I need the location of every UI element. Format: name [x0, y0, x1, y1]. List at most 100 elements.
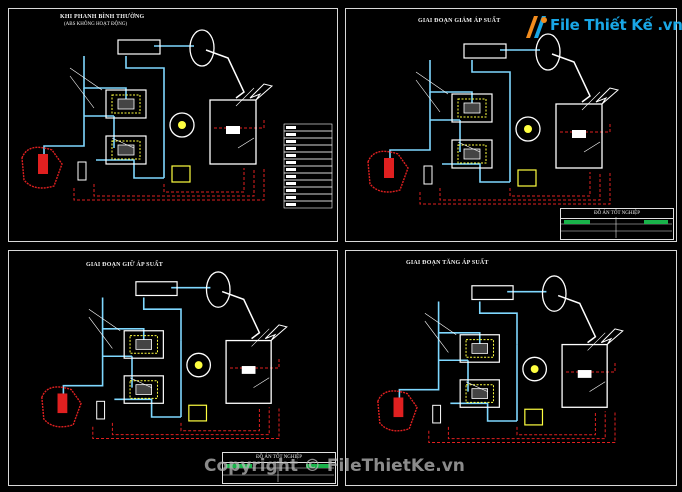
legend-symbol: [286, 168, 296, 171]
callout-leader: [111, 137, 135, 149]
sheet-frame-bottom-right: [345, 250, 677, 486]
master-cylinder: [117, 39, 161, 55]
brake-pedal-lever: [221, 290, 261, 340]
callout-leader: [587, 332, 606, 351]
solenoid-valve-body: [123, 330, 164, 359]
sensor-wire: [419, 172, 611, 205]
sensor-wire: [509, 172, 591, 197]
brake-pedal-lever: [551, 53, 591, 103]
ecu-box: [209, 99, 257, 165]
hydraulic-line: [437, 301, 481, 348]
pump-motor: [169, 112, 195, 138]
callout-leader: [465, 381, 488, 392]
panel-title-pressure-increase: GIAI ĐOẠN TĂNG ÁP SUẤT: [406, 260, 489, 266]
master-cylinder: [471, 285, 514, 301]
brake-booster: [189, 29, 215, 67]
solenoid-valve-body: [451, 139, 493, 169]
solenoid-valve-body: [451, 93, 493, 123]
ecu-chip: [572, 130, 586, 138]
ecu-chip: [577, 370, 592, 378]
pump-rotor: [178, 121, 186, 129]
valve-plunger: [471, 388, 489, 399]
logo-mark-icon: [526, 16, 547, 38]
sensor-wire: [163, 168, 245, 193]
callout-leader: [88, 316, 113, 349]
pedal-force-arrow: [264, 324, 288, 341]
callout-leader: [69, 67, 103, 91]
hydraulic-line: [398, 332, 440, 404]
accumulator: [524, 408, 544, 426]
callout-leader: [581, 91, 601, 111]
brake-booster: [205, 271, 231, 308]
legend-table-row: [283, 200, 333, 209]
hydraulic-line: [114, 398, 181, 418]
wheel-speed-sensor: [96, 400, 106, 420]
ecu-box: [561, 343, 608, 408]
logo-text: File Thiết Kế .vn: [550, 16, 682, 34]
title-block-green-mark: [564, 220, 590, 224]
sensor-wire: [516, 411, 596, 436]
callout-leader: [253, 377, 270, 388]
legend-symbol: [286, 175, 296, 178]
hydraulic-line: [429, 60, 473, 107]
hydraulic-line: [389, 92, 431, 164]
pedal-force-arrow: [600, 328, 624, 345]
valve-plunger: [135, 384, 152, 395]
sensor-wire: [92, 407, 280, 440]
title-block-green-mark: [306, 464, 330, 468]
pump-motor: [522, 356, 548, 382]
sensor-wire: [439, 172, 601, 201]
title-block-top-right: ĐỒ ÁN TỐT NGHIỆP: [560, 208, 674, 240]
legend-symbol: [286, 189, 296, 192]
wheel-brake-drum: [41, 386, 82, 428]
callout-leader: [415, 71, 449, 95]
solenoid-valve-body: [123, 375, 164, 404]
panel-title-pressure-decrease: GIAI ĐOẠN GIẢM ÁP SUẤT: [418, 18, 501, 24]
legend-symbol: [286, 196, 296, 199]
ecu-box: [225, 339, 272, 404]
valve-plunger: [463, 102, 481, 114]
sensor-wire: [428, 411, 616, 444]
wheel-brake-drum: [377, 390, 418, 432]
brake-caliper: [384, 158, 394, 178]
hydraulic-line: [62, 328, 104, 400]
copyright-watermark: Copyright © FileThietKe.vn: [204, 456, 465, 476]
legend-symbol: [286, 147, 296, 150]
sensor-wire: [447, 411, 606, 440]
accumulator: [171, 165, 191, 183]
panel-subtitle-abs-inactive: (ABS KHÔNG HOẠT ĐỘNG): [64, 22, 128, 27]
callout-leader: [583, 141, 601, 153]
wheel-speed-sensor: [77, 161, 87, 181]
callout-leader: [69, 75, 95, 109]
solenoid-valve-body: [105, 89, 147, 119]
title-block-green-mark: [226, 464, 252, 468]
solenoid-valve-body: [459, 379, 500, 408]
solenoid-coil: [129, 380, 158, 399]
pump-motor: [515, 116, 541, 142]
hydraulic-line: [471, 60, 511, 104]
sensor-wire: [73, 168, 265, 201]
panel-title-pressure-hold: GIAI ĐOẠN GIỮ ÁP SUẤT: [86, 262, 163, 268]
pump-motor: [186, 352, 212, 378]
title-block-heading: ĐỒ ÁN TỐT NGHIỆP: [223, 453, 335, 463]
sheet-frame-bottom-left: [8, 250, 338, 486]
solenoid-coil: [129, 335, 158, 354]
hydraulic-line: [83, 56, 127, 103]
callout-leader: [129, 377, 152, 388]
legend-symbol: [286, 133, 296, 136]
wheel-speed-sensor: [423, 165, 433, 185]
hydraulic-line: [442, 163, 510, 183]
callout-leader: [424, 312, 457, 336]
brake-caliper: [38, 154, 48, 174]
pump-rotor: [194, 361, 203, 369]
hydraulic-line: [142, 297, 182, 341]
sensor-wire: [180, 407, 260, 432]
sensor-wire: [111, 407, 270, 436]
hydraulic-line: [43, 88, 85, 160]
hydraulic-line: [96, 159, 164, 179]
legend-symbol: [286, 182, 296, 185]
callout-leader: [251, 328, 270, 347]
solenoid-coil: [457, 98, 487, 118]
